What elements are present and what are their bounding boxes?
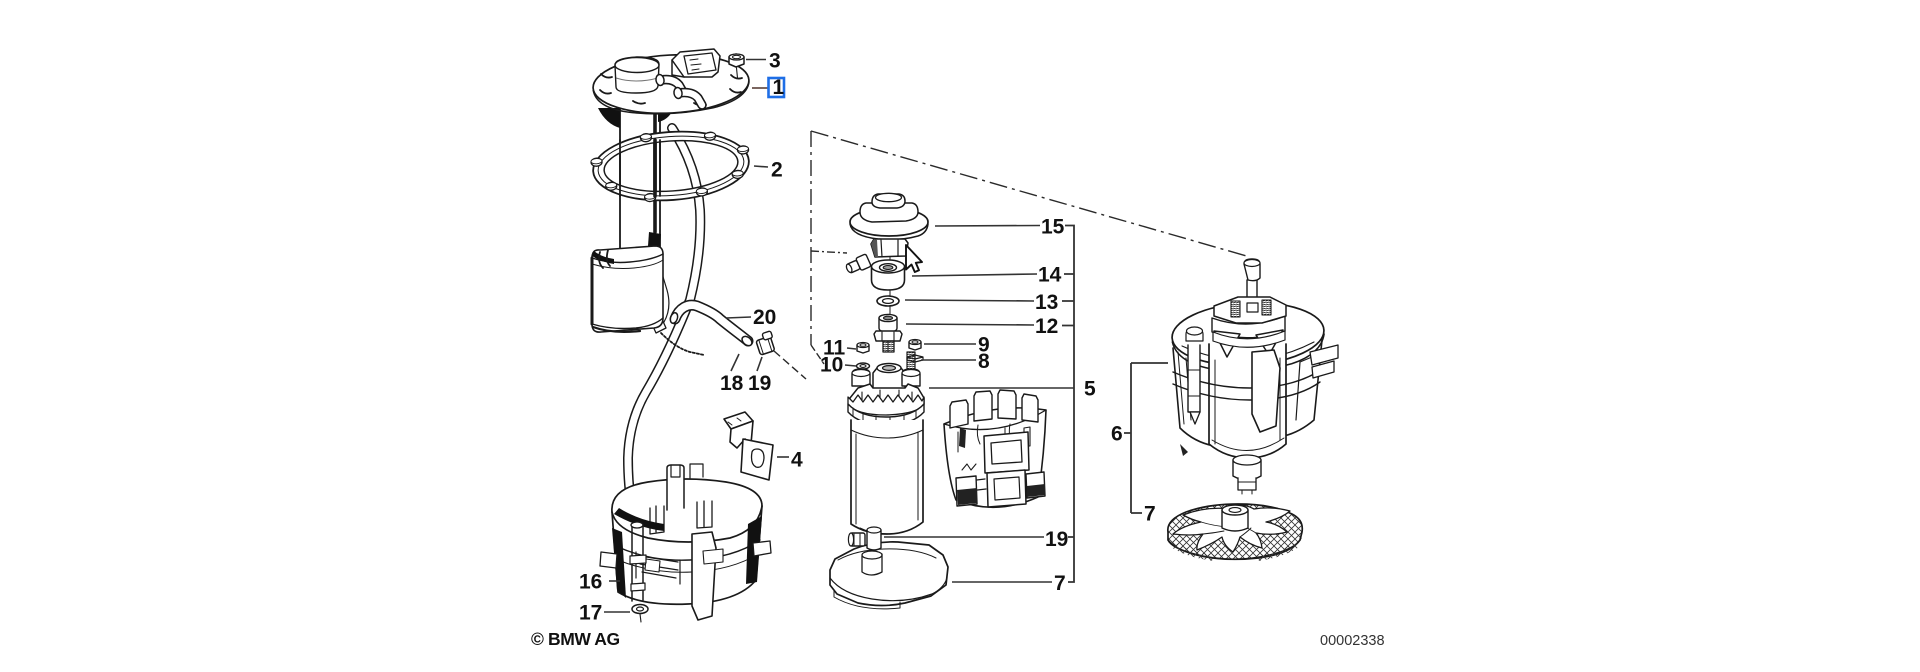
svg-text:10: 10 <box>820 354 843 377</box>
svg-text:1: 1 <box>773 76 785 99</box>
svg-text:7: 7 <box>1054 572 1066 595</box>
svg-text:3: 3 <box>769 50 781 73</box>
svg-text:© BMW AG: © BMW AG <box>531 629 620 649</box>
svg-text:6: 6 <box>1111 423 1123 446</box>
svg-text:9: 9 <box>978 334 990 357</box>
svg-text:17: 17 <box>579 602 602 625</box>
svg-text:4: 4 <box>791 449 803 472</box>
svg-text:20: 20 <box>753 306 776 329</box>
svg-text:7: 7 <box>1144 503 1156 526</box>
svg-text:2: 2 <box>771 159 783 182</box>
svg-text:18: 18 <box>720 372 744 395</box>
svg-text:14: 14 <box>1038 264 1062 287</box>
svg-text:00002338: 00002338 <box>1320 633 1385 649</box>
svg-text:5: 5 <box>1084 378 1096 401</box>
svg-text:12: 12 <box>1035 315 1058 338</box>
svg-text:19: 19 <box>1045 528 1068 551</box>
svg-text:16: 16 <box>579 571 602 594</box>
svg-text:15: 15 <box>1041 216 1065 239</box>
svg-text:8: 8 <box>978 350 990 373</box>
svg-text:11: 11 <box>823 337 846 360</box>
svg-text:13: 13 <box>1035 291 1058 314</box>
svg-text:19: 19 <box>748 372 771 395</box>
